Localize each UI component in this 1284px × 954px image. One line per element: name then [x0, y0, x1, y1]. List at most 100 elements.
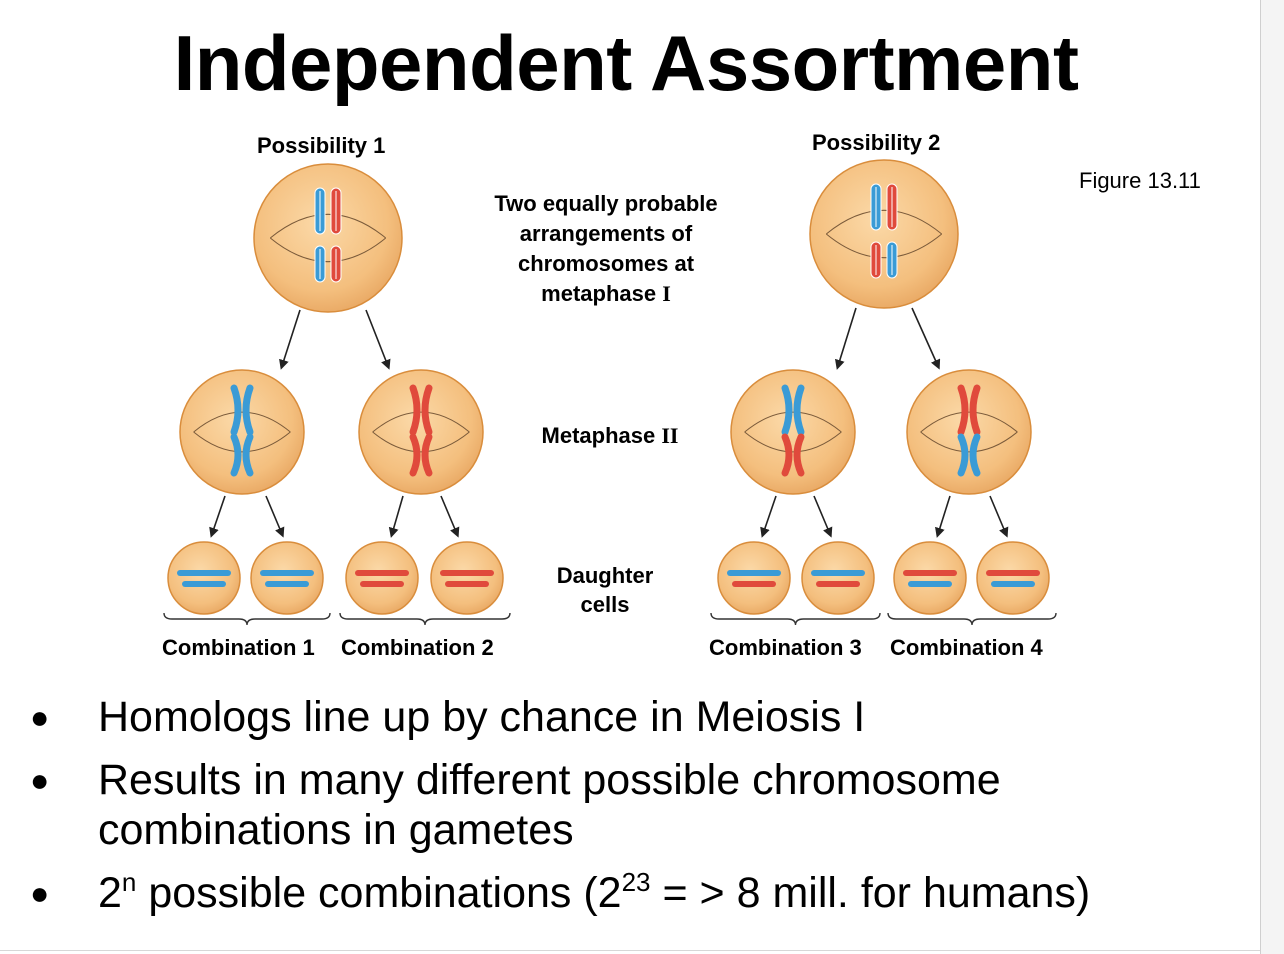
roman-two: II — [661, 423, 679, 448]
spindle-fiber — [744, 431, 842, 453]
chromosome-long — [986, 570, 1040, 576]
arrow — [279, 309, 301, 370]
arrow — [813, 495, 833, 538]
arrow — [209, 495, 226, 538]
figure-label: Figure 13.11 — [1079, 168, 1201, 193]
spindle-fiber — [269, 213, 387, 239]
spindle-fiber — [825, 233, 943, 259]
chromosome-long — [811, 570, 865, 576]
daughter-cell-7 — [893, 541, 967, 615]
combination-brace — [710, 612, 881, 626]
arrangements-line-4: metaphase I — [470, 279, 742, 309]
spindle-fiber — [920, 431, 1018, 453]
chromosome-arm — [969, 433, 981, 477]
cell-body — [430, 541, 504, 615]
arrow — [911, 307, 941, 370]
possibility-2-label: Possibility 2 — [812, 130, 941, 155]
cell-body — [358, 369, 484, 495]
arrangements-line-3: chromosomes at — [517, 251, 695, 276]
spindle-fiber — [825, 209, 943, 235]
metaphase-i-cell-2 — [809, 159, 959, 309]
bullet-dot: ● — [30, 699, 50, 735]
cell-body — [809, 159, 959, 309]
cell-body — [730, 369, 856, 495]
combination-4-label: Combination 4 — [890, 635, 1043, 660]
bullet-text: Homologs line up by chance in Meiosis I — [98, 693, 866, 741]
cell-body — [253, 163, 403, 313]
spindle-fiber — [269, 237, 387, 263]
chromosome-arm — [781, 433, 793, 477]
combination-brace — [163, 612, 331, 626]
chromosome-long — [177, 570, 231, 576]
chromosome-long — [260, 570, 314, 576]
chromosome-arm — [421, 433, 433, 477]
daughter-cell-2 — [250, 541, 324, 615]
chromosome-arm — [230, 433, 242, 477]
bullet-item: ● 2n possible combinations (223 = > 8 mi… — [0, 867, 1260, 923]
bullet-item: ● Results in many different possible chr… — [0, 755, 1260, 855]
braces-group — [163, 612, 1057, 626]
exponent-n: n — [121, 867, 137, 897]
arrow — [989, 495, 1009, 538]
possibility-1-label: Possibility 1 — [257, 133, 386, 158]
bullet-dot: ● — [30, 762, 50, 798]
chromosome-long — [903, 570, 957, 576]
metaphase-ii-text: Metaphase — [541, 423, 656, 448]
daughter-cell-3 — [345, 541, 419, 615]
bullet-item: ● Homologs line up by chance in Meiosis … — [0, 692, 1260, 742]
slide-title: Independent Assortment — [173, 19, 1079, 107]
chromosome-arm — [793, 384, 805, 436]
cell-body — [906, 369, 1032, 495]
chromosome-short — [265, 581, 309, 587]
daughter-line-2: cells — [580, 592, 630, 617]
cell-body — [976, 541, 1050, 615]
spindle-fiber — [372, 411, 470, 433]
metaphase-ii-cell-4 — [906, 369, 1032, 495]
daughter-cell-5 — [717, 541, 791, 615]
chromosome-arm — [409, 384, 421, 436]
chromosome-arm — [793, 433, 805, 477]
spindle-fiber — [193, 411, 291, 433]
daughter-cell-4 — [430, 541, 504, 615]
metaphase-ii-cell-1 — [179, 369, 305, 495]
arrangements-label: Two equally probable arrangements of chr… — [470, 189, 742, 309]
chromosome-arm — [969, 384, 981, 436]
chromosome-short — [991, 581, 1035, 587]
chromosome-arm — [230, 384, 242, 436]
exponent-23: 23 — [621, 867, 651, 897]
cell-body — [250, 541, 324, 615]
daughter-cell-1 — [167, 541, 241, 615]
chromosome-arm — [781, 384, 793, 436]
spindle-fiber — [193, 431, 291, 453]
scrollbar-track[interactable] — [1260, 0, 1284, 954]
daughter-cells-label: Daughter cells — [535, 561, 675, 619]
metaphase-i-cell-1 — [253, 163, 403, 313]
combination-1-label: Combination 1 — [162, 635, 315, 660]
cell-body — [167, 541, 241, 615]
chromosome-short — [732, 581, 776, 587]
daughter-line-1: Daughter — [556, 563, 654, 588]
cell-body — [345, 541, 419, 615]
cell-body — [893, 541, 967, 615]
spindle-fiber — [372, 431, 470, 453]
combination-3-label: Combination 3 — [709, 635, 862, 660]
cell-body — [179, 369, 305, 495]
metaphase-ii-cell-2 — [358, 369, 484, 495]
arrangements-line-4-text: metaphase — [541, 281, 657, 306]
bullet-text-pre: 2 — [98, 869, 122, 917]
chromosome-arm — [242, 433, 254, 477]
arrow — [440, 495, 460, 538]
chromosome-short — [816, 581, 860, 587]
combination-brace — [887, 612, 1057, 626]
chromosome-long — [440, 570, 494, 576]
arrow — [935, 495, 951, 538]
chromosome-arm — [957, 384, 969, 436]
arrangements-line-1: Two equally probable — [494, 191, 718, 216]
bullet-dot: ● — [30, 875, 50, 911]
cells-group — [167, 159, 1050, 615]
arrow — [265, 495, 285, 538]
chromosome-short — [445, 581, 489, 587]
cell-body — [717, 541, 791, 615]
arrow — [388, 495, 404, 538]
bullet-text-mid: possible combinations (2 — [136, 869, 622, 917]
